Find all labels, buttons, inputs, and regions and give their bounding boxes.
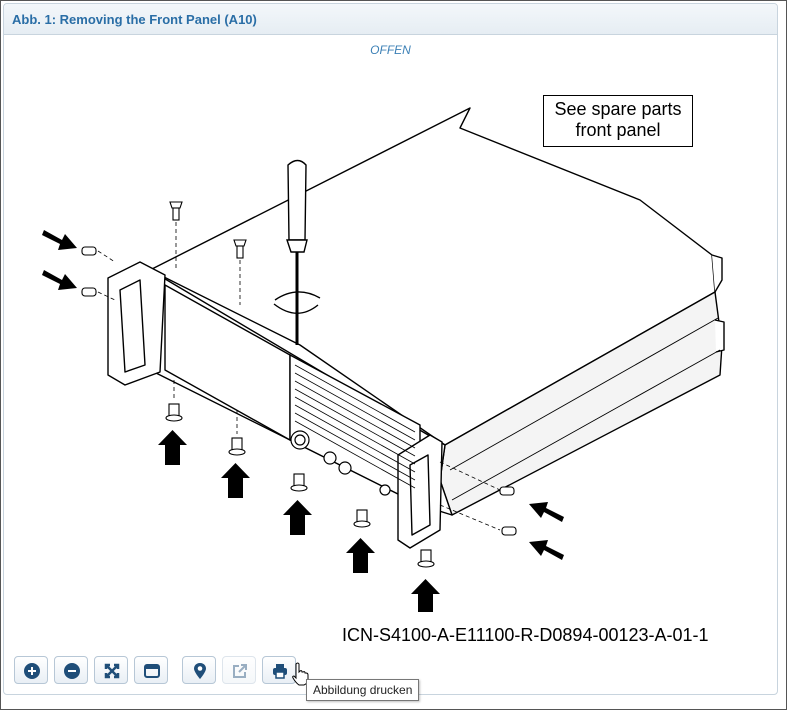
direction-arrows xyxy=(42,230,564,612)
map-pin-icon xyxy=(194,663,206,679)
zoom-out-button[interactable] xyxy=(54,656,88,684)
print-button[interactable] xyxy=(262,656,296,684)
window-button[interactable] xyxy=(134,656,168,684)
external-link-button[interactable] xyxy=(222,656,256,684)
chassis-lip xyxy=(711,254,723,293)
print-icon xyxy=(273,664,287,679)
figure-title: Abb. 1: Removing the Front Panel (A10) xyxy=(12,12,257,27)
zoom-out-icon xyxy=(64,663,80,679)
zoom-in-button[interactable] xyxy=(14,656,48,684)
window-icon xyxy=(144,664,160,678)
fit-screen-button[interactable] xyxy=(94,656,128,684)
spare-parts-callout: See spare parts front panel xyxy=(543,95,693,147)
zoom-in-icon xyxy=(24,663,40,679)
hand-cursor-icon xyxy=(292,662,309,686)
callout-line-2: front panel xyxy=(575,120,661,140)
panel-header: Abb. 1: Removing the Front Panel (A10) xyxy=(4,4,777,35)
screwdriver xyxy=(273,159,321,345)
external-link-icon xyxy=(233,664,247,678)
screws xyxy=(81,201,517,568)
status-label: OFFEN xyxy=(370,43,411,57)
print-tooltip: Abbildung drucken xyxy=(306,679,420,701)
callout-line-1: See spare parts xyxy=(554,99,682,119)
icn-code: ICN-S4100-A-E11100-R-D0894-00123-A-01-1 xyxy=(342,625,709,645)
map-pin-button[interactable] xyxy=(182,656,216,684)
fit-screen-icon xyxy=(104,663,120,679)
